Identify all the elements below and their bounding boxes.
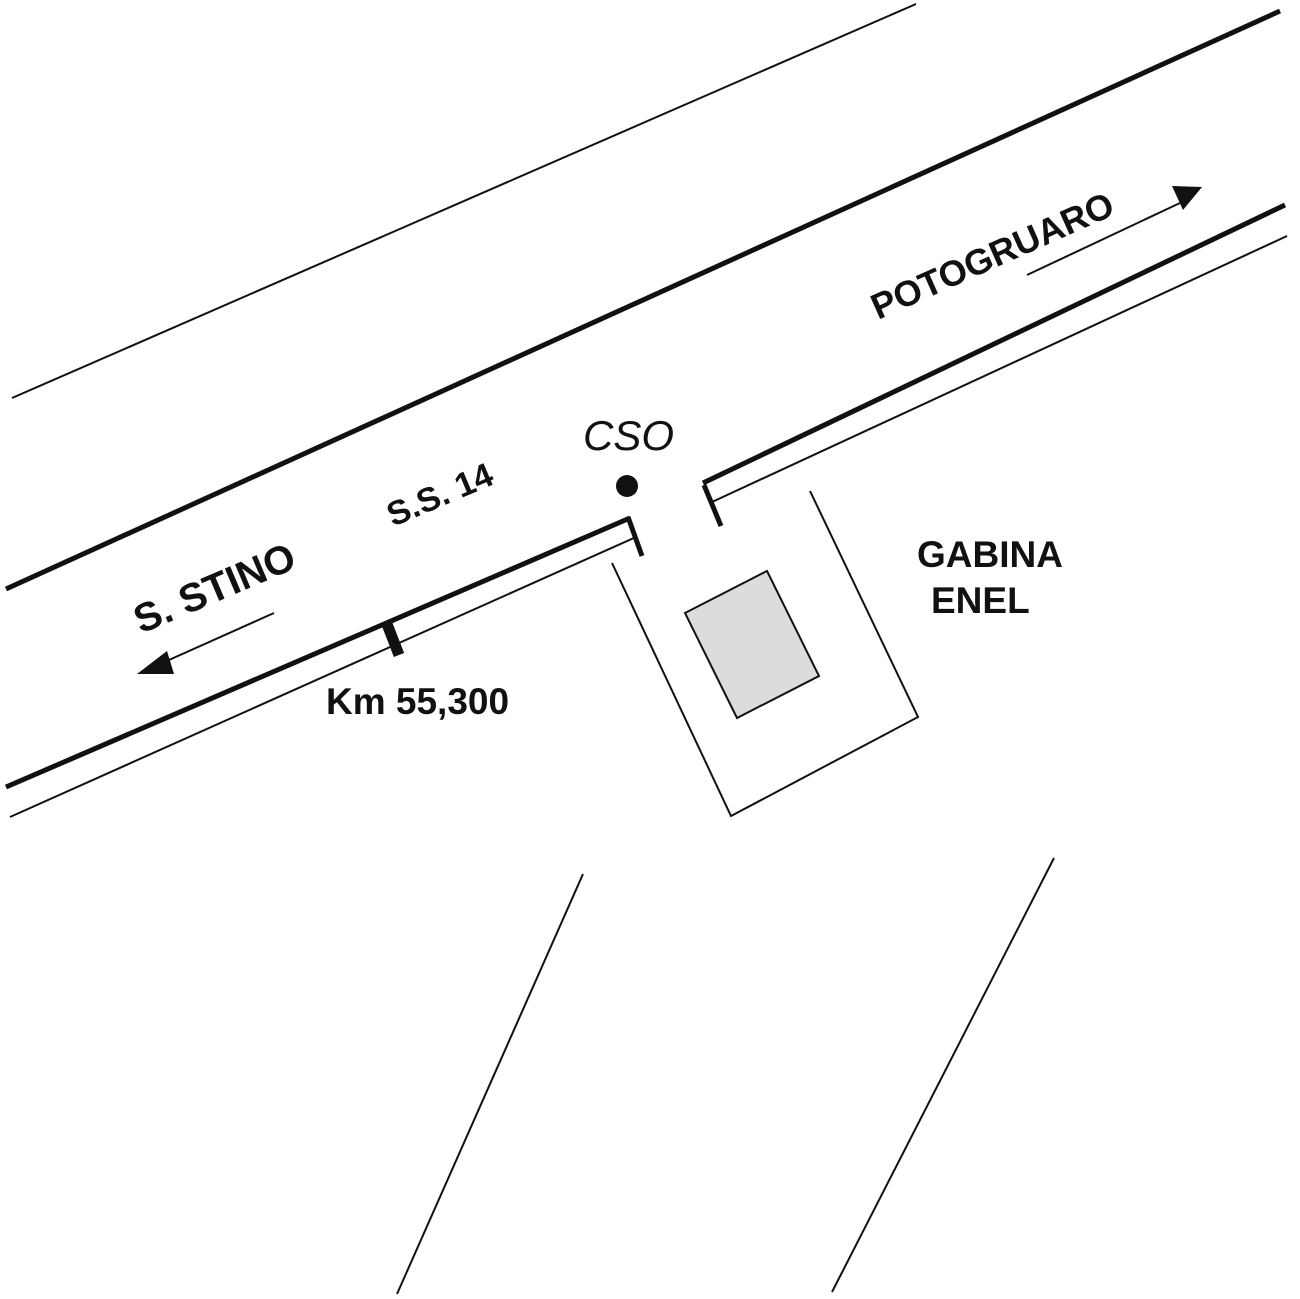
enel-cabin-building xyxy=(683,569,821,720)
km-marker-label: Km 55,300 xyxy=(326,681,509,722)
building-label-line2: ENEL xyxy=(931,580,1030,621)
point-label: CSO xyxy=(583,412,674,459)
access-tick-right xyxy=(701,484,724,527)
road-bottom-edge-thick-right xyxy=(701,202,1287,486)
km-marker-icon xyxy=(381,622,405,657)
direction-east-label: POTOGRUARO xyxy=(865,184,1120,328)
arrow-east-shaft xyxy=(1026,202,1181,276)
arrow-west-icon xyxy=(137,651,174,674)
road-bottom-edge-thin-left xyxy=(9,536,637,818)
road-top-edge-thin xyxy=(11,3,917,399)
road-name-label: S.S. 14 xyxy=(381,456,499,535)
road-top-edge-thick xyxy=(4,8,1282,592)
building-label-line1: GABINA xyxy=(917,534,1063,575)
side-road-right-edge xyxy=(831,857,1055,1293)
yard-outline xyxy=(611,490,920,818)
road-bottom-edge-thick-left xyxy=(5,515,631,790)
road-bottom-edge-thin-right xyxy=(711,235,1288,503)
side-road-left-edge xyxy=(396,873,584,1295)
direction-west-label: S. STINO xyxy=(127,535,302,642)
arrow-east-icon xyxy=(1172,186,1202,210)
point-marker-icon xyxy=(616,475,638,497)
arrow-west-shaft xyxy=(159,612,275,665)
access-tick-left xyxy=(625,516,645,557)
